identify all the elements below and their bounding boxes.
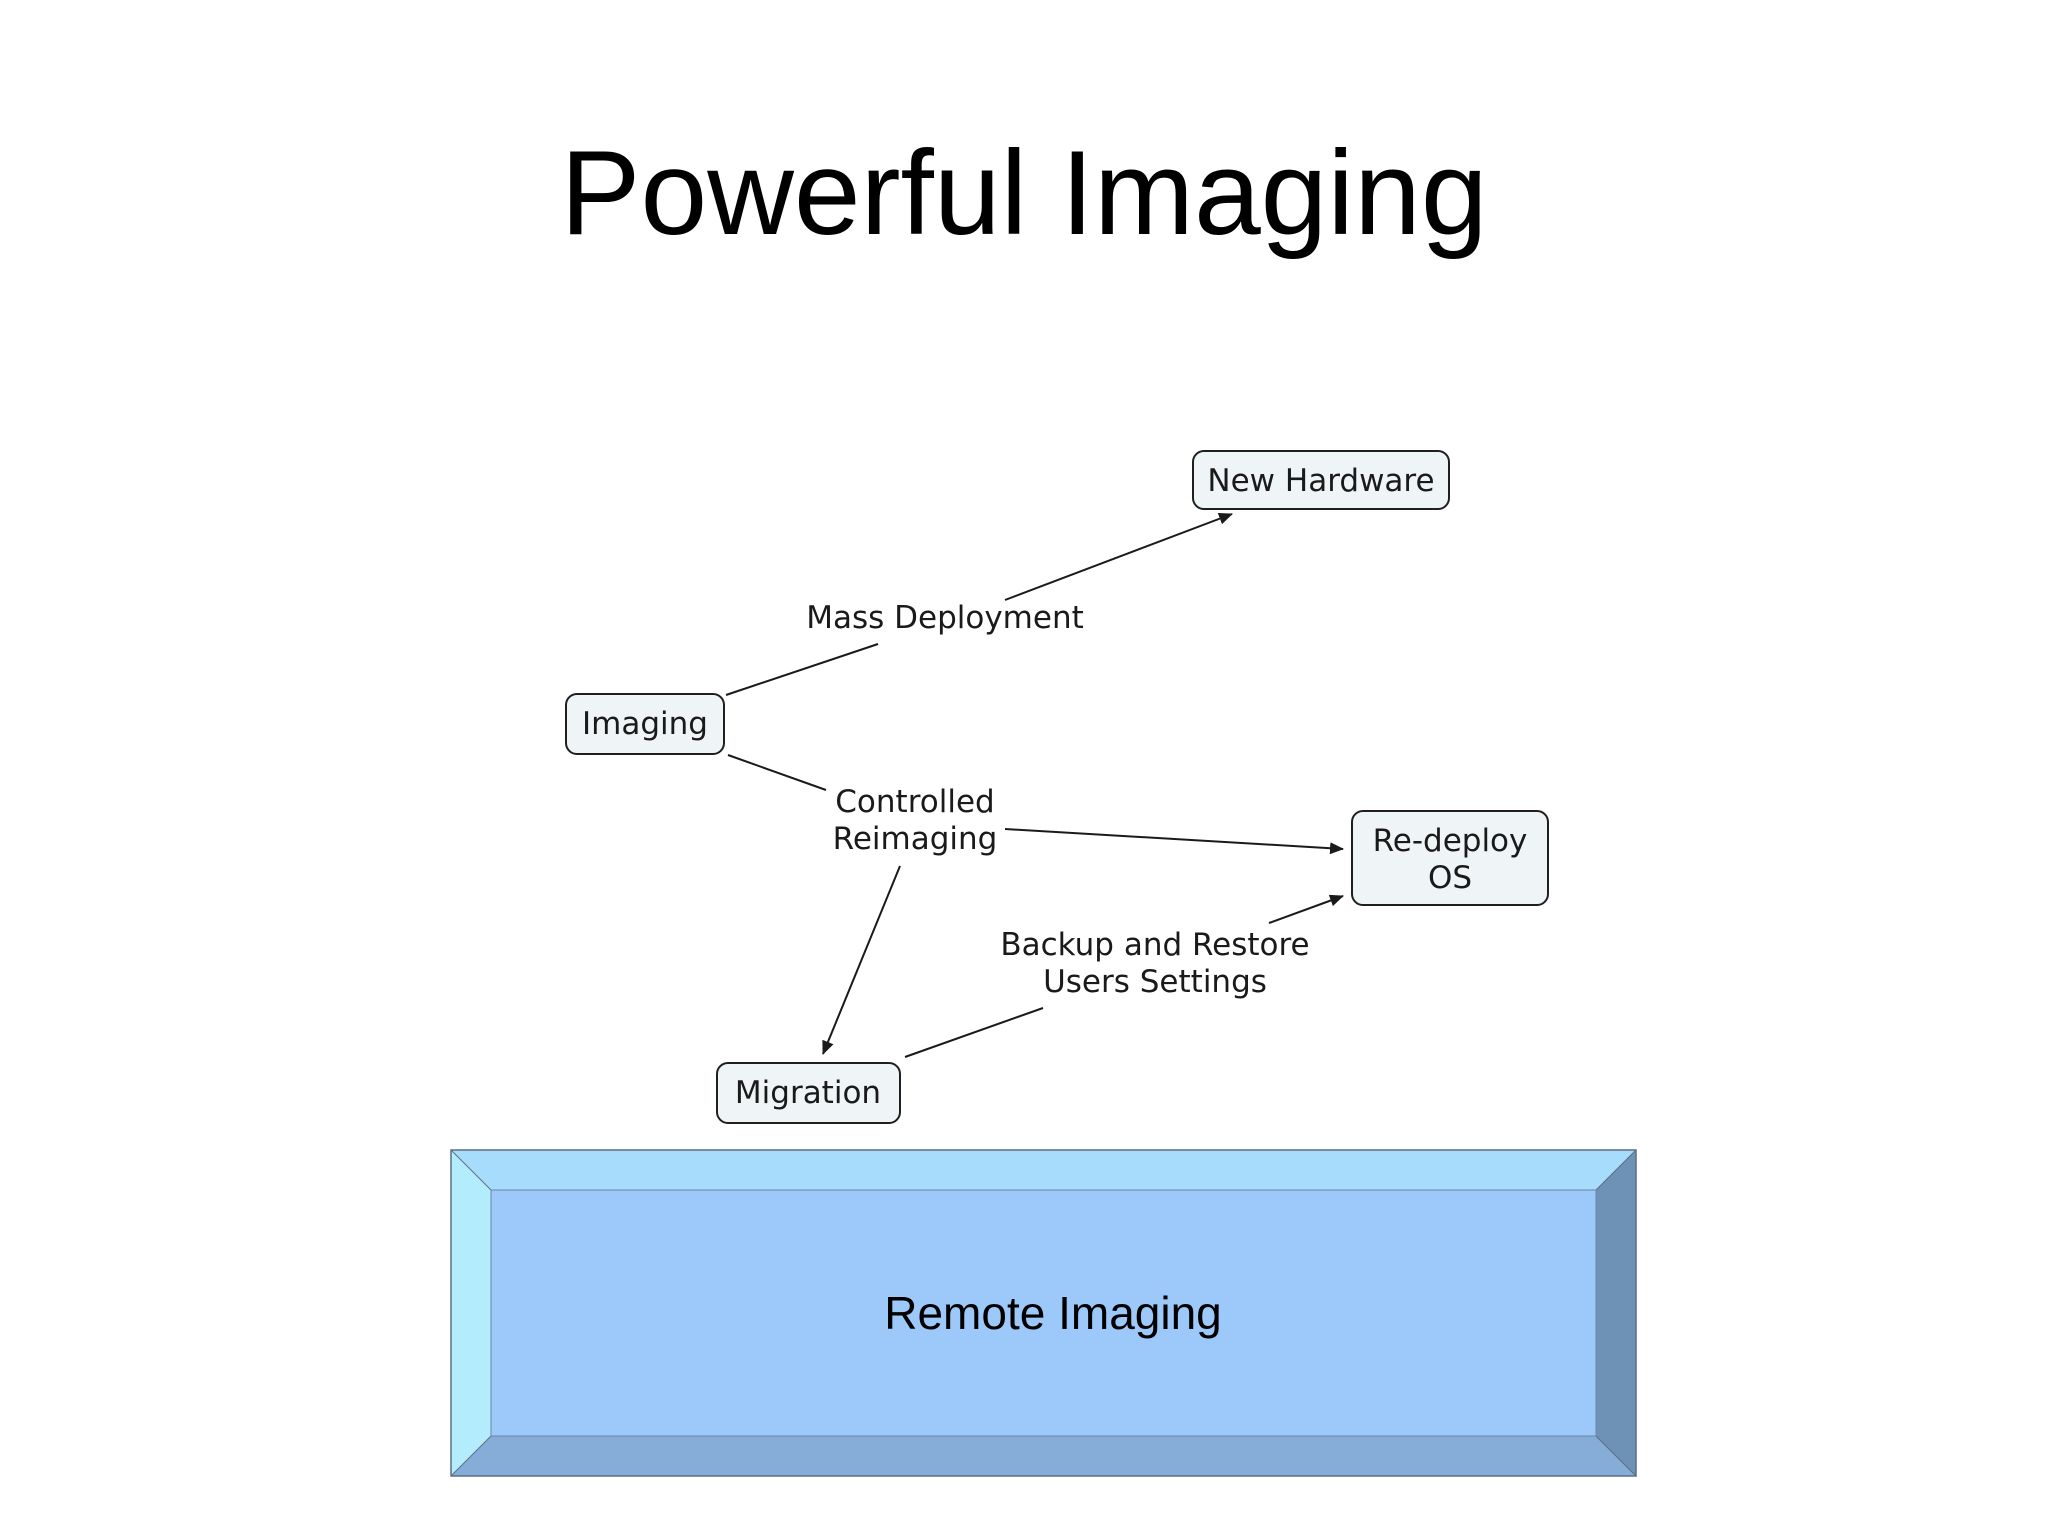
edge-label-mass-deployment: Mass Deployment: [806, 600, 1084, 636]
edge-controlled-reimaging: Controlled Reimaging: [727, 754, 1344, 1055]
edge-controlled-reimaging-line-c: [822, 865, 901, 1055]
edge-label-controlled-reimaging-line2: Reimaging: [833, 821, 998, 857]
edge-controlled-reimaging-line-a: [727, 754, 827, 791]
node-new-hardware-label: New Hardware: [1207, 463, 1434, 499]
edge-mass-deployment: Mass Deployment: [725, 512, 1233, 696]
edge-mass-deployment-line-b: [1004, 512, 1233, 601]
node-new-hardware-box: [1192, 450, 1450, 510]
node-redeploy-os-box: [1351, 810, 1549, 906]
node-new-hardware: New Hardware: [1192, 450, 1450, 510]
remote-imaging-bevel-right: [1596, 1150, 1636, 1476]
edge-backup-restore: Backup and Restore Users Settings: [904, 894, 1344, 1058]
edge-backup-restore-line-a: [904, 1007, 1044, 1058]
remote-imaging-face: [491, 1190, 1596, 1436]
node-migration-box: [716, 1062, 901, 1124]
node-migration: Migration: [716, 1062, 901, 1124]
edge-label-backup-restore-line1: Backup and Restore: [1000, 927, 1309, 963]
remote-imaging-box: Remote Imaging: [450, 1149, 1637, 1477]
node-redeploy-os-label-line1: Re-deploy: [1373, 823, 1528, 859]
remote-imaging-bevel-top: [451, 1150, 1636, 1190]
node-imaging-label: Imaging: [582, 706, 708, 742]
edge-backup-restore-line-b: [1268, 894, 1344, 924]
node-redeploy-os-label-line2: OS: [1428, 860, 1472, 896]
remote-imaging-bevel-left: [451, 1150, 491, 1476]
remote-imaging-label: Remote Imaging: [884, 1287, 1222, 1339]
edge-mass-deployment-line-a: [725, 643, 879, 696]
node-migration-label: Migration: [735, 1075, 881, 1111]
remote-imaging-outline: [450, 1149, 1637, 1477]
remote-imaging-bevel-bottom: [451, 1436, 1636, 1476]
edge-label-controlled-reimaging-line1: Controlled: [835, 784, 994, 820]
node-redeploy-os: Re-deploy OS: [1351, 810, 1549, 906]
edge-controlled-reimaging-line-b: [1004, 828, 1344, 855]
node-imaging-box: [565, 693, 725, 755]
slide-title: Powerful Imaging: [560, 126, 1488, 260]
edge-label-backup-restore-line2: Users Settings: [1043, 964, 1267, 1000]
node-imaging: Imaging: [565, 693, 725, 755]
